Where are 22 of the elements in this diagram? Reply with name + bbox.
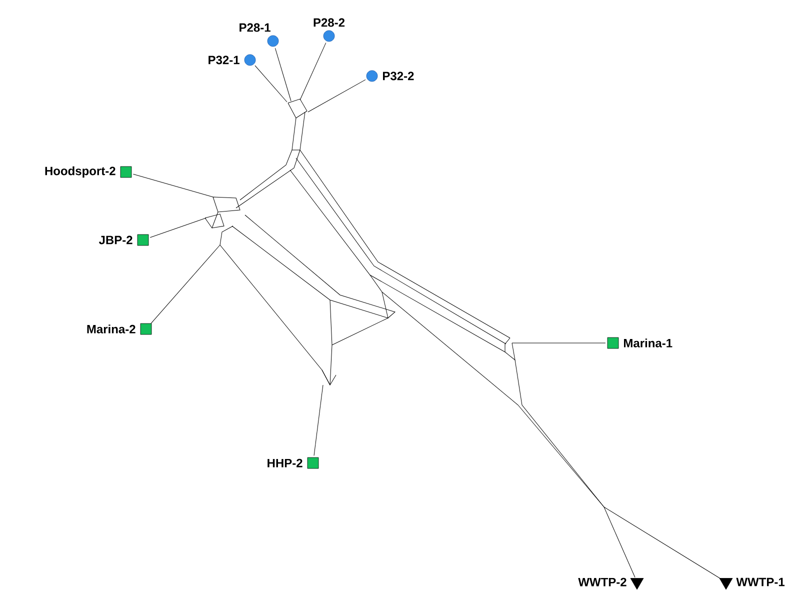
circle-marker [244, 54, 256, 66]
node-label: Marina-2 [87, 324, 136, 334]
triangle-marker [630, 578, 644, 590]
square-marker [140, 323, 152, 335]
node-label: WWTP-1 [736, 578, 785, 586]
node-label: WWTP-2 [578, 578, 626, 586]
node-label: JBP-2 [98, 236, 132, 244]
circle-marker [323, 30, 335, 42]
node-label: P32-2 [383, 72, 414, 80]
square-marker [607, 337, 619, 349]
circle-marker [366, 70, 378, 82]
square-marker [137, 234, 149, 246]
node-label: P32-1 [208, 56, 240, 64]
square-marker [307, 457, 319, 469]
node-label: P28-2 [314, 18, 345, 27]
node-label: P28-1 [240, 23, 270, 32]
square-marker [120, 166, 132, 178]
node-label: HHP-2 [268, 458, 302, 468]
node-label: Marina-1 [624, 338, 672, 348]
circle-marker [267, 35, 279, 47]
triangle-marker [719, 578, 733, 590]
node-label: Hoodsport-2 [45, 166, 116, 178]
